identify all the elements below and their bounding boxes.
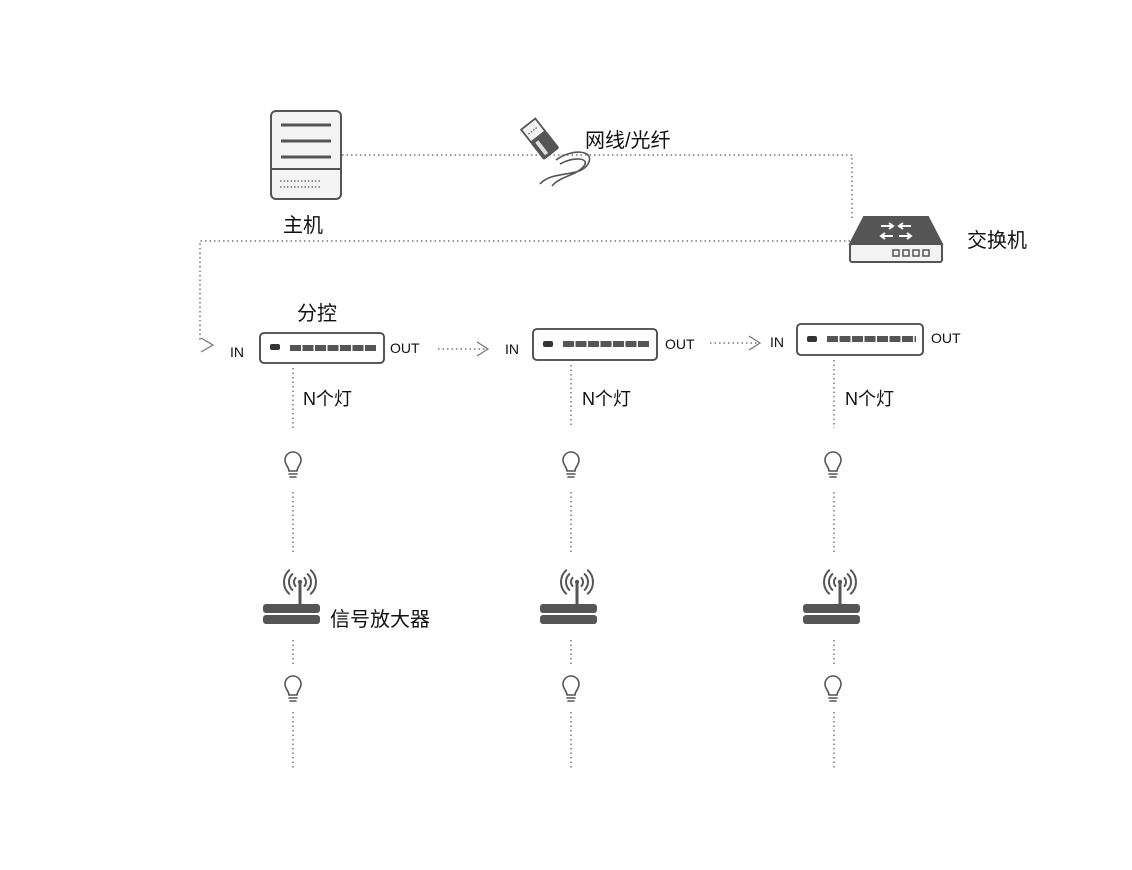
switch-port-2 <box>902 249 910 257</box>
host-label: 主机 <box>283 214 323 237</box>
controller-1-in-arrow-head <box>200 337 215 353</box>
switch-icon <box>848 216 944 263</box>
column-3-lights-label: N个灯 <box>845 389 894 409</box>
controller-2-box <box>532 328 658 361</box>
switch-label: 交换机 <box>967 229 1027 252</box>
controller-3-box <box>796 323 924 356</box>
cable-label: 网线/光纤 <box>585 129 671 152</box>
switch-to-controller-line <box>199 240 850 342</box>
bulb-icon <box>562 675 580 702</box>
controller-1-in-label: IN <box>230 344 244 360</box>
signal-waves-icon <box>823 568 857 596</box>
amplifier-label: 信号放大器 <box>330 608 430 631</box>
bulb-icon <box>562 451 580 478</box>
controller-1-port <box>270 344 280 350</box>
controller-3-in-arrow-head <box>748 335 762 351</box>
host-to-switch-line <box>342 154 853 218</box>
controller-1-out-label: OUT <box>390 340 420 356</box>
bulb-icon <box>824 451 842 478</box>
switch-top <box>848 216 944 245</box>
controller-2-out-label: OUT <box>665 336 695 352</box>
cable-connector <box>519 117 559 160</box>
switch-front-panel <box>849 243 943 263</box>
bulb-icon <box>824 675 842 702</box>
controller-2-in-arrow-head <box>476 341 490 357</box>
controller-3-out-label: OUT <box>931 330 961 346</box>
controller-3-port <box>807 336 817 342</box>
signal-amplifier-icon <box>540 568 597 624</box>
server-body <box>270 110 342 200</box>
switch-port-3 <box>912 249 920 257</box>
connector-boot <box>531 131 559 160</box>
signal-amplifier-icon <box>803 568 860 624</box>
switch-port-4 <box>922 249 930 257</box>
switch-port-1 <box>892 249 900 257</box>
controller-1-box <box>259 332 385 364</box>
connector-boot-highlight <box>535 140 549 156</box>
subcontrol-label: 分控 <box>297 302 337 325</box>
bulb-icon <box>284 675 302 702</box>
controller-3-in-label: IN <box>770 334 784 350</box>
connector-tip <box>519 117 547 144</box>
cable-wire-2 <box>551 158 587 187</box>
signal-waves-icon <box>560 568 594 596</box>
signal-amplifier-icon <box>263 568 320 624</box>
controller-2-port <box>543 341 553 347</box>
cable-wire-1 <box>539 151 591 185</box>
controller-2-in-label: IN <box>505 341 519 357</box>
server-icon <box>270 110 342 200</box>
signal-waves-icon <box>283 568 317 596</box>
bulb-icon <box>284 451 302 478</box>
cable-icon <box>519 117 591 187</box>
column-1-lights-label: N个灯 <box>303 389 352 409</box>
switch-arrows-icon <box>879 222 913 240</box>
column-2-lights-label: N个灯 <box>582 389 631 409</box>
